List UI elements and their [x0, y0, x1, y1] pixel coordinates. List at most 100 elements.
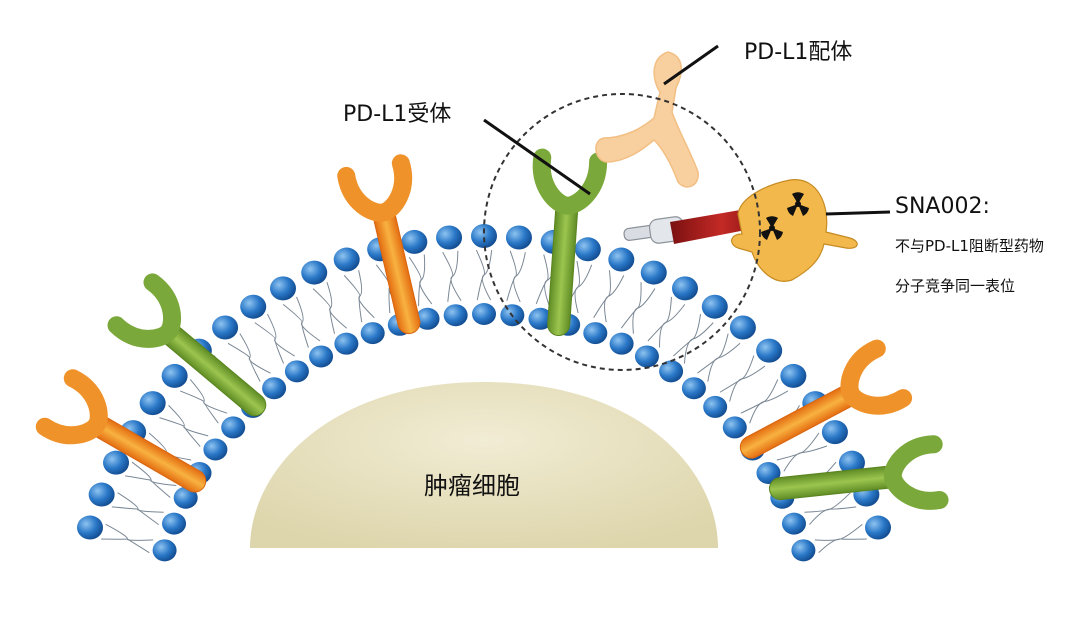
lipid-tail — [673, 314, 702, 357]
lipid-head — [472, 303, 496, 325]
tumor-cell — [250, 382, 718, 548]
tumor-cell-label: 肿瘤细胞 — [424, 472, 520, 500]
ligand-label: PD-L1配体 — [744, 40, 853, 65]
lipid-head — [781, 512, 806, 535]
sna-leader-line — [825, 210, 891, 216]
lipid-tail — [593, 270, 611, 318]
lipid-head — [634, 345, 659, 368]
lipid-head — [401, 229, 428, 254]
pd-l1-receptor-green — [532, 148, 608, 337]
receptor-label: PD-L1受体 — [343, 102, 452, 127]
lipid-head — [103, 450, 130, 475]
lipid-tail — [620, 282, 642, 329]
highlight-circle — [483, 93, 761, 371]
receptor-orange — [35, 369, 207, 493]
lipid-tail — [740, 379, 779, 414]
lipid-head — [284, 360, 309, 383]
lipid-tail — [179, 390, 219, 424]
lipid-head — [443, 304, 468, 327]
lipid-head — [583, 322, 608, 345]
lipid-head — [221, 416, 246, 439]
lipid-head — [780, 363, 807, 388]
lipid-head — [212, 315, 239, 340]
lipid-head — [701, 294, 728, 319]
lipid-tail — [254, 322, 285, 364]
lipid-head — [791, 539, 816, 562]
lipid-tail — [697, 333, 729, 374]
lipid-tail — [442, 251, 454, 302]
lipid-tail — [818, 538, 867, 554]
lipid-tail — [814, 523, 863, 541]
lipid-head — [722, 416, 747, 439]
lipid-tail — [535, 254, 549, 305]
sna002-conjugate — [623, 179, 858, 282]
lipid-tail — [506, 250, 517, 301]
lipid-head — [756, 461, 781, 484]
lipid-tail — [408, 256, 422, 307]
lipid-head — [88, 482, 115, 507]
lipid-head — [703, 395, 728, 418]
lipid-head — [864, 515, 891, 540]
lipid-head — [161, 363, 188, 388]
lipid-head — [471, 224, 497, 248]
lipid-head — [574, 237, 601, 262]
lipid-head — [162, 512, 187, 535]
receptors — [35, 148, 949, 510]
lipid-tail — [632, 288, 656, 334]
lipid-head — [681, 377, 706, 400]
lipid-tail — [659, 304, 686, 348]
pd-l1-ligand — [595, 51, 699, 188]
lipid-tail — [117, 492, 164, 513]
lipid-tail — [809, 506, 857, 525]
receptor-leader-line — [483, 118, 591, 196]
drug-description-line2: 分子竞争同一表位 — [895, 277, 1016, 295]
lipid-tail — [168, 404, 209, 437]
lipid-tail — [125, 475, 171, 498]
lipid-head — [838, 450, 865, 475]
pd-l1-receptor-green — [768, 435, 949, 510]
lipid-head — [360, 322, 385, 345]
lipid-head — [262, 377, 287, 400]
lipid-tail — [101, 538, 150, 554]
lipid-head — [152, 539, 177, 562]
lipid-head — [729, 315, 756, 340]
lipid-tail — [719, 355, 755, 393]
lipid-head — [640, 260, 667, 285]
lipid-tail — [647, 296, 672, 342]
lipid-head — [436, 225, 463, 250]
lipid-tail — [574, 264, 593, 314]
lipid-head — [334, 332, 359, 355]
lipid-head — [309, 345, 334, 368]
lipid-head — [609, 332, 634, 355]
lipid-tail — [358, 270, 375, 319]
lipid-tail — [683, 322, 714, 364]
lipid-head — [173, 486, 198, 509]
lipid-tail — [282, 303, 309, 348]
receptor-orange — [739, 339, 913, 459]
drug-description-line1: 不与PD-L1阻断型药物 — [895, 237, 1044, 255]
lipid-head — [333, 247, 360, 272]
lipid-head — [240, 294, 267, 319]
lipid-tail — [776, 432, 820, 461]
lipid-head — [415, 307, 440, 330]
lipid-tail — [105, 523, 154, 541]
lipid-head — [671, 276, 698, 301]
lipid-head — [270, 276, 297, 301]
lipid-head — [77, 515, 104, 540]
lipid-tail — [326, 282, 348, 329]
drug-name-label: SNA002: — [895, 194, 990, 219]
lipid-head — [659, 360, 684, 383]
lipid-head — [528, 307, 553, 330]
ligand-leader-line — [663, 44, 719, 86]
lipid-head — [505, 225, 532, 250]
lipid-tail — [159, 417, 201, 447]
receptor-orange — [337, 154, 421, 335]
lipid-head — [608, 247, 635, 272]
lipid-head — [756, 338, 783, 363]
lipid-tail — [111, 506, 159, 526]
lipid-head — [821, 420, 848, 445]
lipid-tail — [312, 288, 336, 334]
pd-l1-receptor-green — [107, 273, 267, 417]
lipid-tail — [475, 249, 485, 301]
